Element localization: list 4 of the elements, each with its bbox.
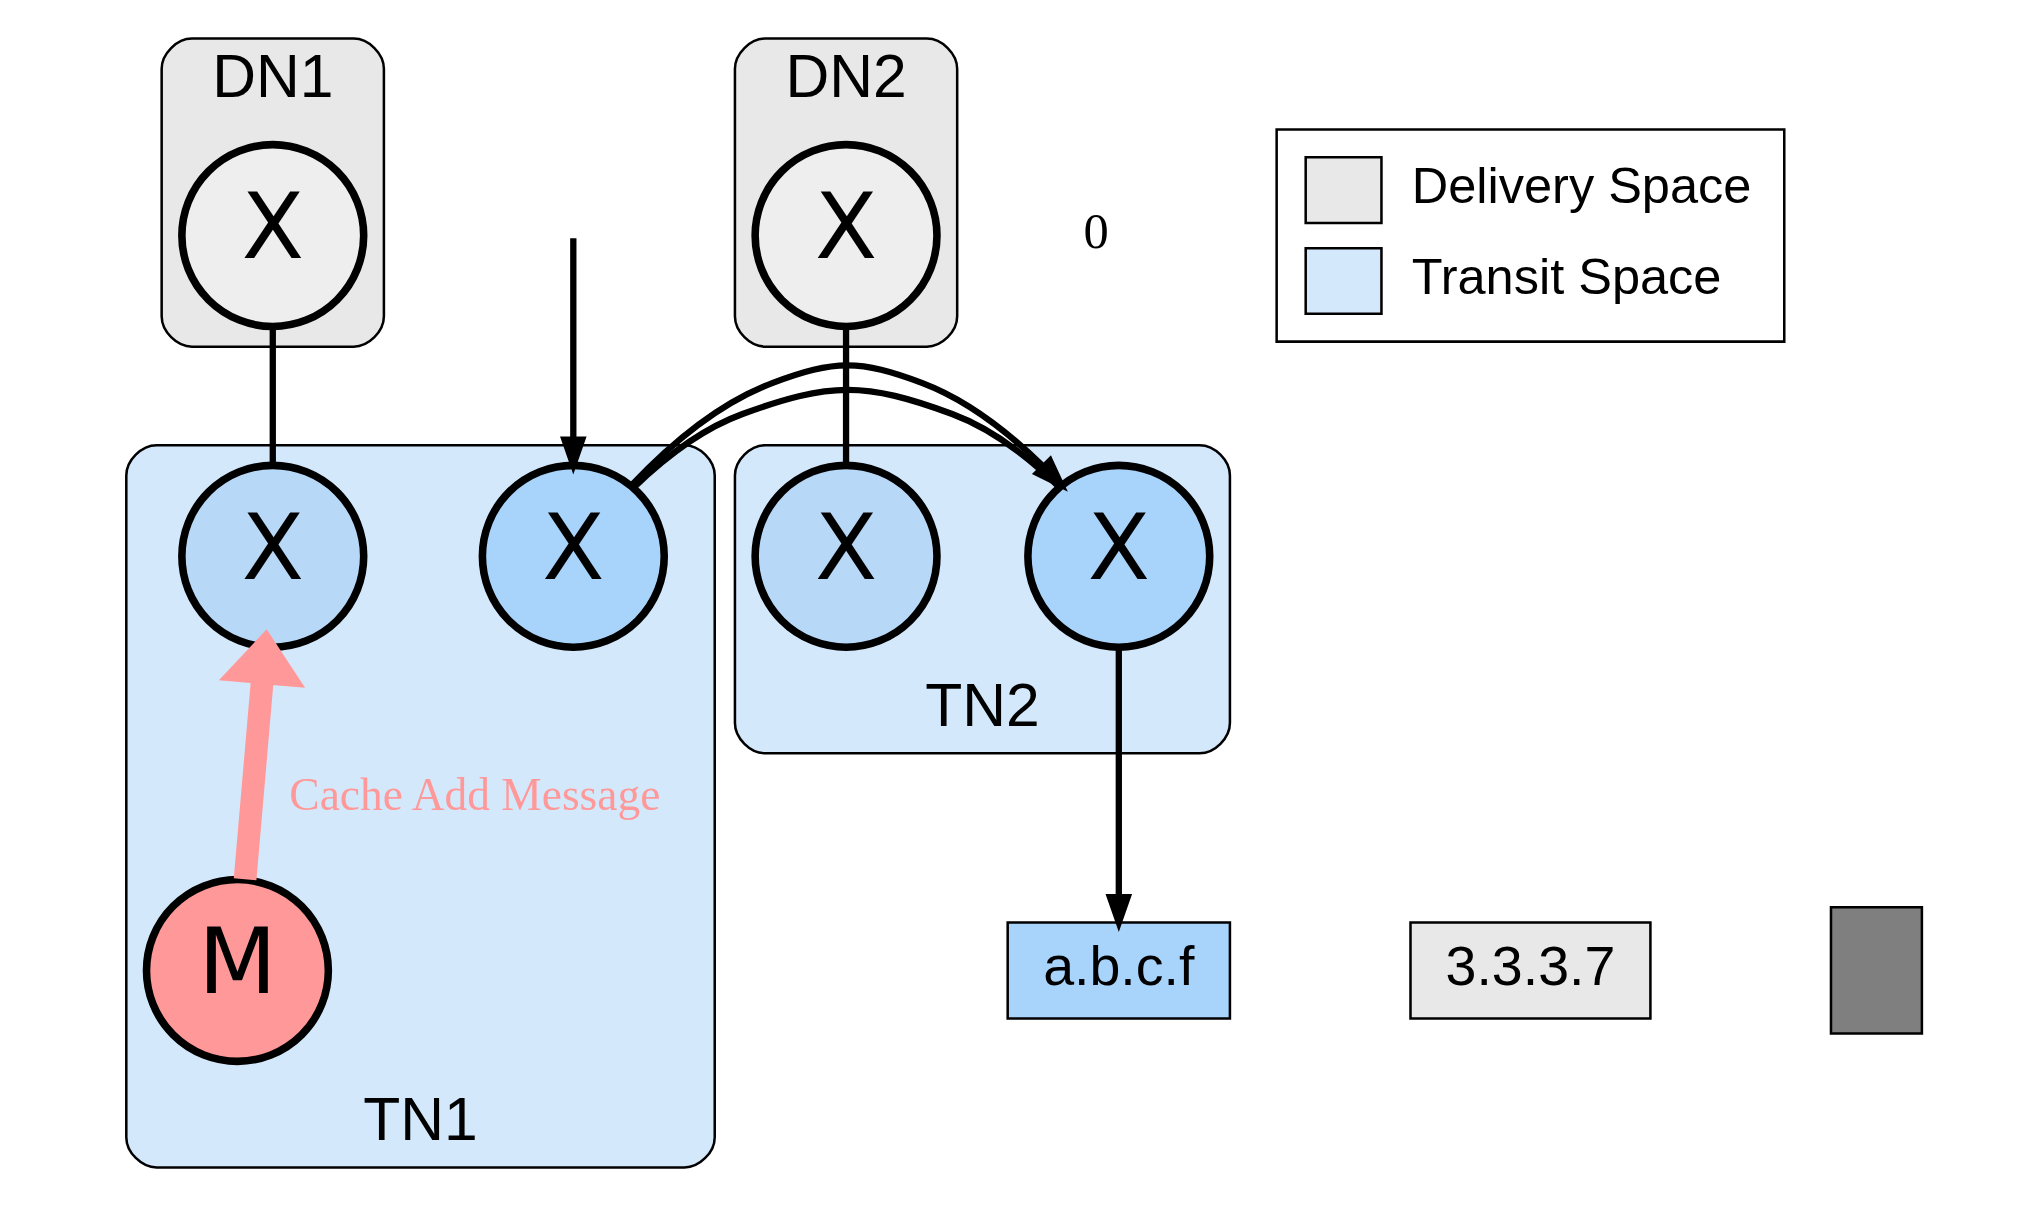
legend-label: Transit Space bbox=[1411, 247, 1722, 305]
label: 0 bbox=[1083, 203, 1109, 260]
legend-label: Delivery Space bbox=[1411, 156, 1752, 214]
edge-label: Cache Add Message bbox=[289, 768, 661, 820]
